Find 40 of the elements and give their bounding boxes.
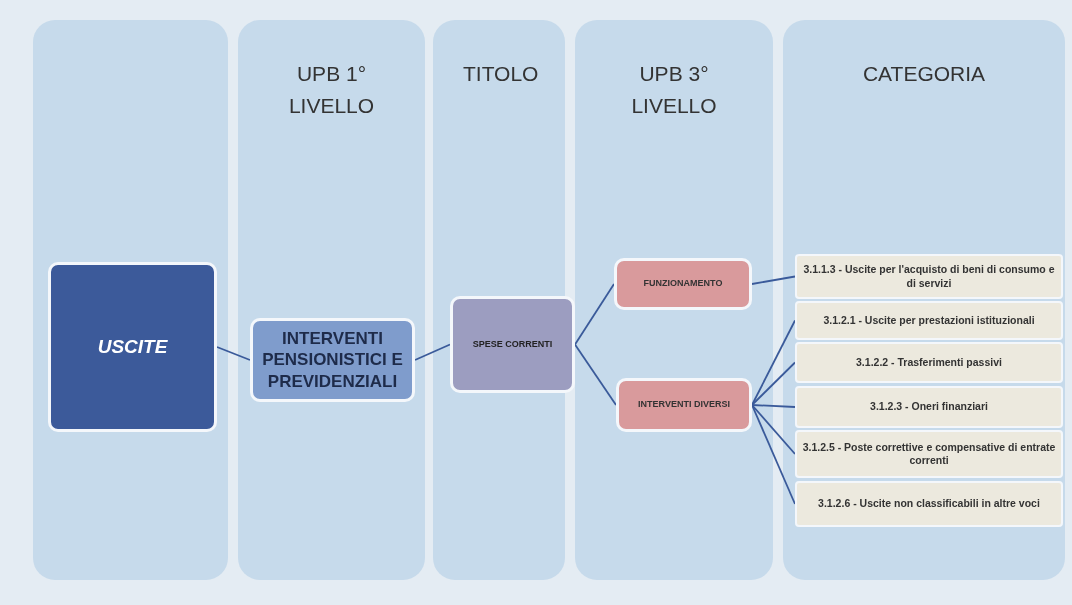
connector-line (574, 283, 615, 346)
column-header: TITOLO (462, 61, 540, 87)
column-band (238, 20, 425, 580)
category-box (795, 301, 1063, 340)
process-box (48, 262, 217, 432)
process-box (616, 378, 752, 432)
column-header: UPB 3° LIVELLO (630, 61, 718, 119)
box-label: 3.1.2.3 - Oneri finanziari (870, 400, 988, 414)
category-box (795, 386, 1063, 428)
connector-line (751, 404, 796, 408)
column-band (33, 20, 228, 580)
connector-line (751, 404, 796, 455)
box-label: 3.1.2.6 - Uscite non classificabili in altre voci (818, 497, 1040, 511)
box-label: 3.1.2.2 - Trasferimenti passivi (856, 355, 1002, 370)
category-box (795, 342, 1063, 383)
box-label: 3.1.2.1 - Uscite per prestazioni istituzionali (823, 313, 1035, 328)
category-box (795, 481, 1063, 527)
connector-line (574, 343, 617, 406)
category-box (795, 430, 1063, 478)
connector-line (414, 343, 451, 361)
box-label: INTERVENTI DIVERSI (638, 399, 730, 411)
connector-line (751, 275, 796, 285)
process-box (614, 258, 752, 310)
box-label: FUNZIONAMENTO (643, 278, 723, 290)
box-label: SPESE CORRENTI (472, 338, 553, 351)
column-header: UPB 1° LIVELLO (287, 61, 376, 119)
column-band (783, 20, 1065, 580)
box-label: INTERVENTI PENSIONISTICI E PREVIDENZIALI (261, 328, 404, 392)
column-header: CATEGORIA (861, 61, 987, 87)
box-label: USCITE (97, 335, 168, 359)
box-label: 3.1.1.3 - Uscite per l'acquisto di beni di consumo e di servizi (802, 263, 1056, 290)
connector-line (751, 319, 796, 406)
category-box (795, 254, 1063, 299)
connector-line (751, 361, 796, 406)
connector-line (751, 404, 796, 505)
process-box (450, 296, 575, 393)
connector-line (216, 346, 251, 361)
process-box (250, 318, 415, 402)
box-label: 3.1.2.5 - Poste correttive e compensative di entrate correnti (801, 440, 1057, 468)
column-band (575, 20, 773, 580)
